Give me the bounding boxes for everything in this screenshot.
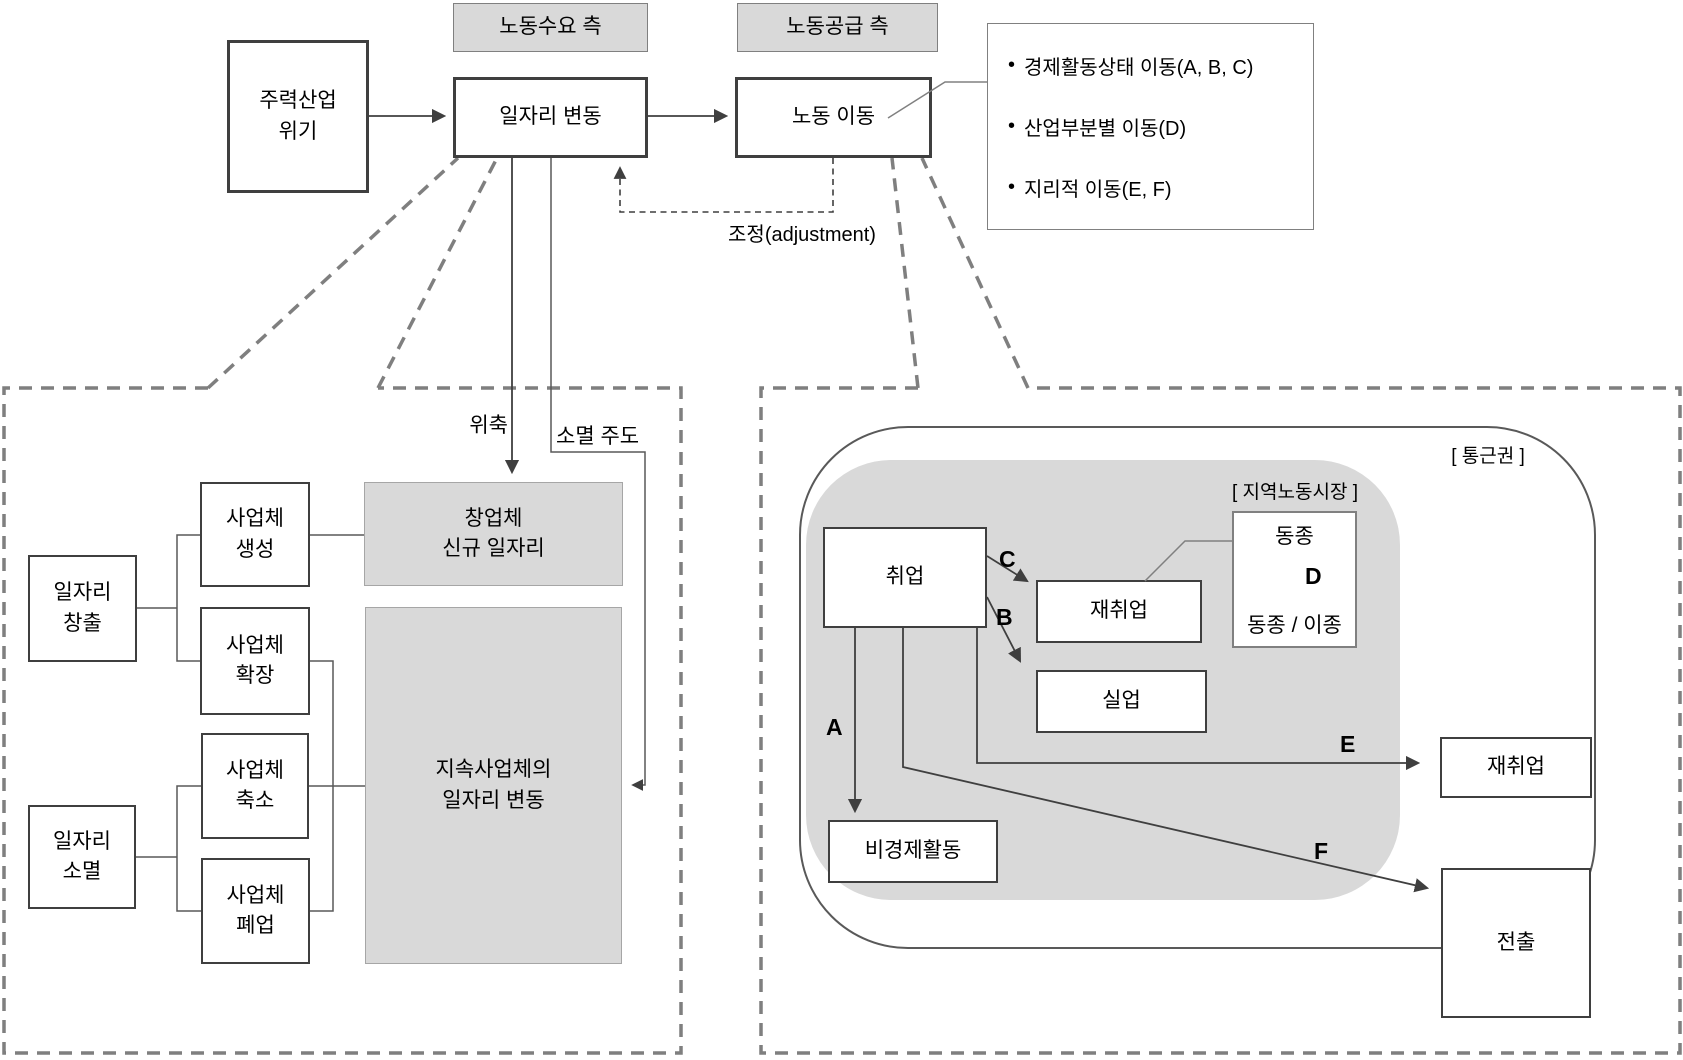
bullet-dot: • [1008,176,1016,198]
flow-label-F: F [1314,838,1329,864]
labor-supply-header: 노동공급 측 [737,3,938,52]
industry-type-box: 동종 동종 / 이종 [1232,511,1357,648]
establishment-expansion-box: 사업체 확장 [200,607,310,715]
main-industry-crisis-box: 주력산업 위기 [227,40,369,193]
employment-box: 취업 [823,527,987,628]
left-panel-callout-diagonal-right [376,157,499,389]
local-labor-market-label: [ 지역노동시장 ] [1232,482,1358,503]
destruction-lead-label: 소멸 주도 [556,425,640,448]
right-panel-callout-diagonal-left [890,157,920,389]
unemployment-box: 실업 [1036,670,1207,733]
establishment-closure-box: 사업체 폐업 [201,858,310,964]
main-industry-crisis-label: 주력산업 위기 [259,89,337,143]
labor-move-box: 노동 이동 [735,77,932,158]
labor-move-types-box: • 경제활동상태 이동(A, B, C) • 산업부분별 이동(D) • 지리적… [987,23,1314,230]
bullet-economic-activity-move: • 경제활동상태 이동(A, B, C) [1008,54,1254,79]
flow-label-A: A [826,714,843,740]
bullet-geographic-move: • 지리적 이동(E, F) [1008,176,1172,201]
commute-zone-label: [ 통근권 ] [1451,446,1525,467]
flow-label-C: C [999,546,1016,572]
job-destruction-box: 일자리 소멸 [28,805,136,909]
adjustment-label: 조정(adjustment) [728,224,876,246]
move-out-box: 전출 [1441,868,1591,1018]
continuing-establishment-job-change-box: 지속사업체의 일자리 변동 [365,607,622,964]
flow-label-D: D [1305,563,1322,589]
startup-new-jobs-box: 창업체 신규 일자리 [364,482,623,586]
labor-supply-header-label: 노동공급 측 [786,15,889,39]
reemployment-outer-box: 재취업 [1440,737,1592,798]
labor-move-label: 노동 이동 [791,105,876,129]
bracket-job-creation [137,534,200,662]
shrink-label: 위축 [469,414,508,437]
adjustment-feedback-dashed-arrow [613,158,834,213]
same-or-different-industry-label: 동종 / 이종 [1247,614,1342,637]
job-creation-box: 일자리 창출 [28,555,137,662]
job-change-box: 일자리 변동 [453,77,648,158]
job-change-label: 일자리 변동 [499,105,602,129]
bracket-job-destruction [136,785,201,912]
bullet-dot: • [1008,54,1016,76]
bracket-continuing-jobs [309,660,365,912]
same-industry-label: 동종 [1275,525,1314,548]
reemployment-local-box: 재취업 [1036,580,1202,643]
bullet-industry-sector-move: • 산업부분별 이동(D) [1008,115,1187,140]
bullet-dot: • [1008,115,1016,137]
establishment-birth-box: 사업체 생성 [200,482,310,587]
labor-demand-header-label: 노동수요 측 [499,15,602,39]
non-economic-activity-box: 비경제활동 [828,820,998,883]
callout-reemployment-to-industry-box [1144,540,1232,582]
establishment-shrink-box: 사업체 축소 [201,733,309,839]
flow-label-E: E [1340,731,1356,757]
labor-demand-header: 노동수요 측 [453,3,648,52]
flow-label-B: B [996,604,1013,630]
